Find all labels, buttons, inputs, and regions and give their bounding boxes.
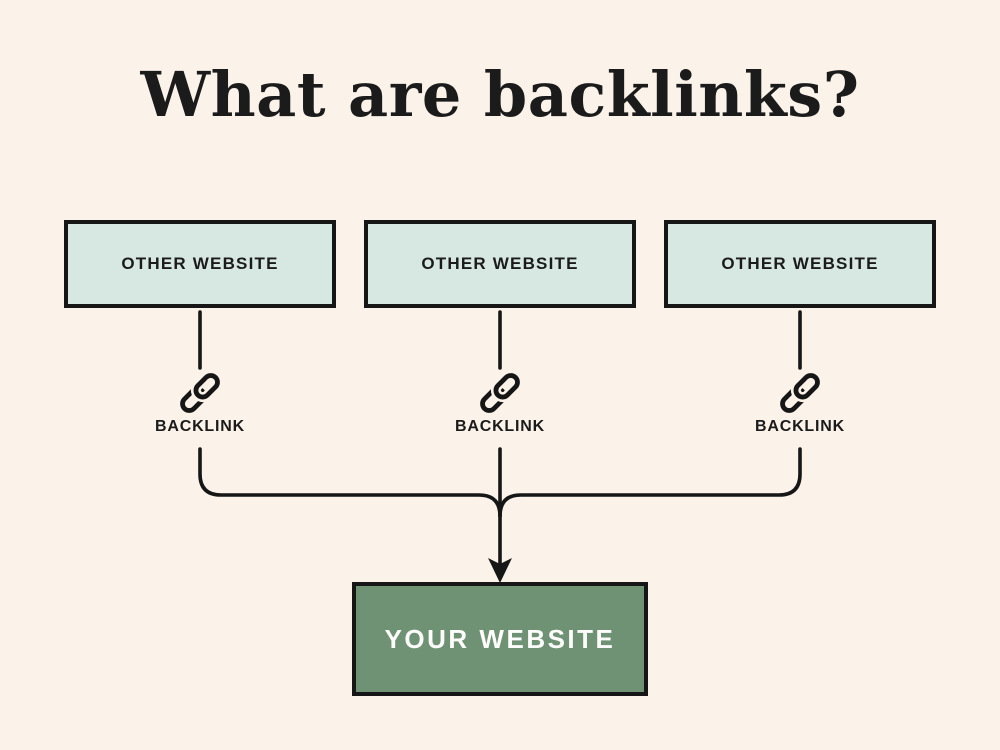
chain-link-icon xyxy=(777,370,823,416)
backlink-label-2: BACKLINK xyxy=(455,418,545,435)
backlink-label-1: BACKLINK xyxy=(155,418,245,435)
arrowhead-icon xyxy=(488,558,512,583)
merge-path-right xyxy=(498,447,802,518)
your-website-label: YOUR WEBSITE xyxy=(384,623,616,654)
your-website-box: YOUR WEBSITE xyxy=(352,582,648,696)
backlink-label-3: BACKLINK xyxy=(755,418,845,435)
other-website-box-3: OTHER WEBSITE xyxy=(664,220,936,308)
other-website-box-2: OTHER WEBSITE xyxy=(364,220,636,308)
other-website-box-1: OTHER WEBSITE xyxy=(64,220,336,308)
other-website-label-1: OTHER WEBSITE xyxy=(121,254,279,273)
other-website-label-3: OTHER WEBSITE xyxy=(721,254,879,273)
page-title: What are backlinks? xyxy=(140,58,860,131)
chain-link-icon xyxy=(477,370,523,416)
chain-link-icon xyxy=(177,370,223,416)
other-website-label-2: OTHER WEBSITE xyxy=(421,254,579,273)
merge-path-left xyxy=(198,447,502,518)
